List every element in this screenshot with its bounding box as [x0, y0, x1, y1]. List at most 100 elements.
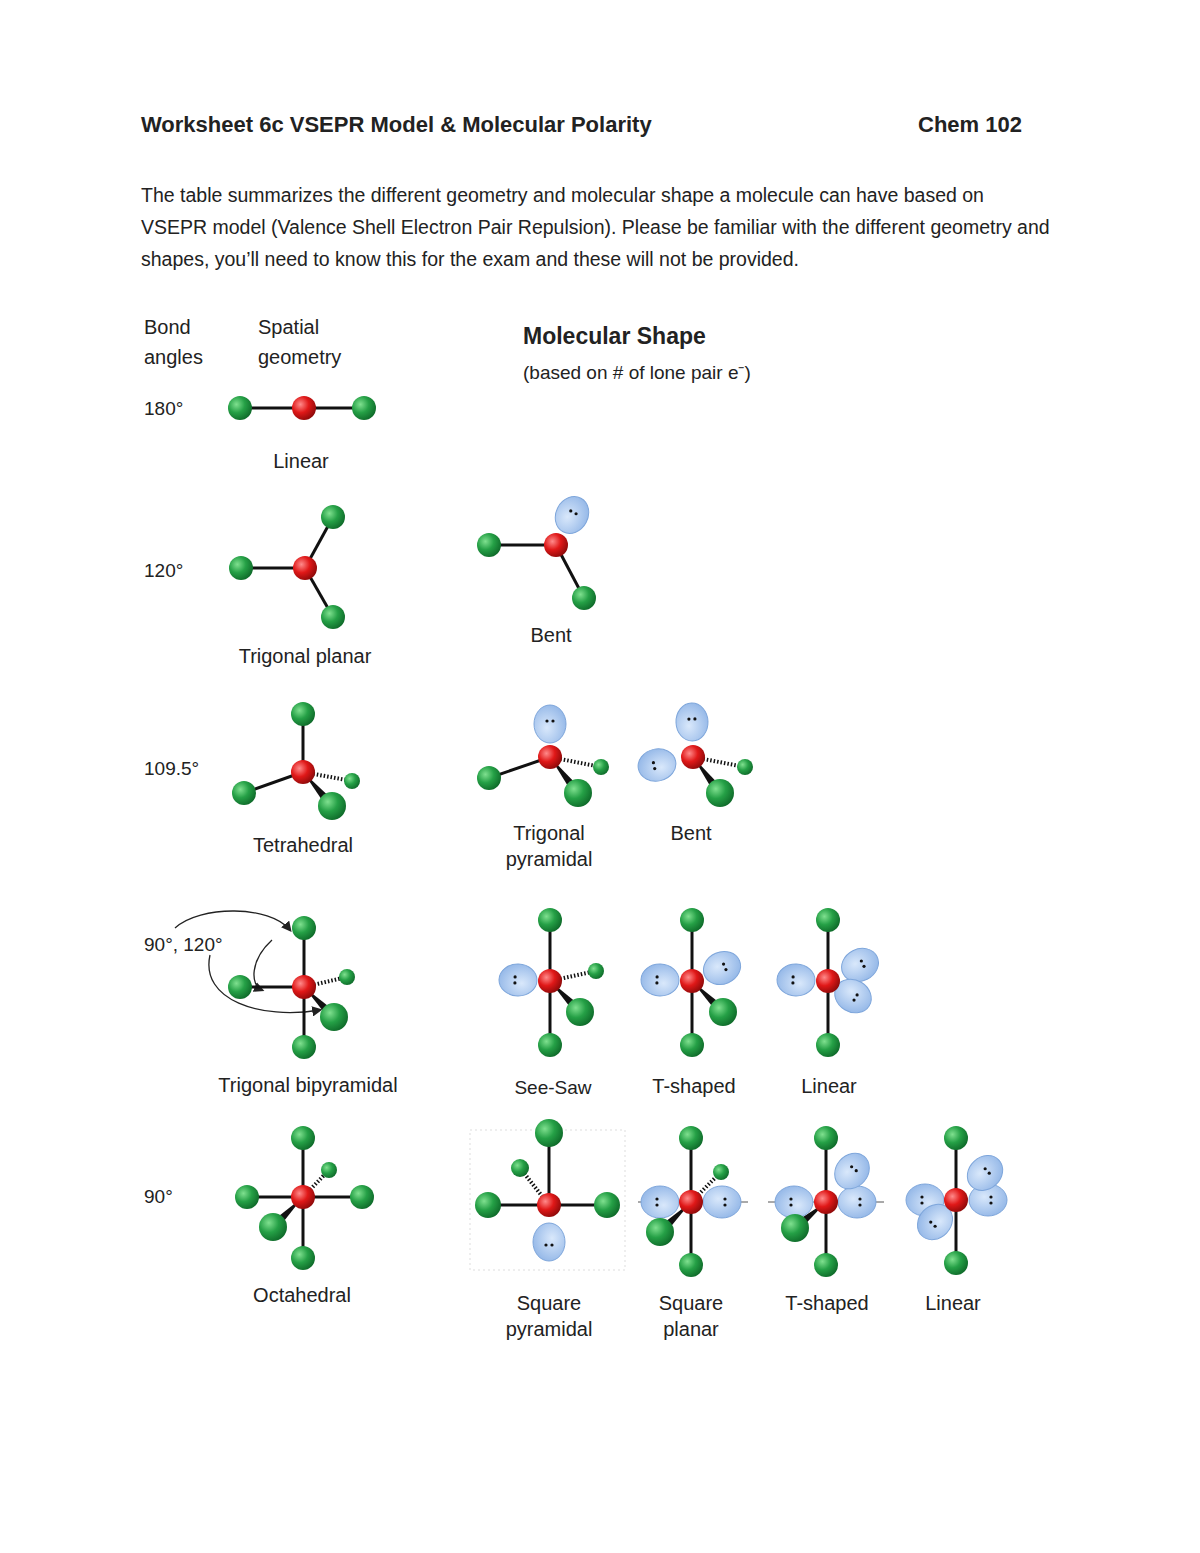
outer-atom — [291, 1246, 315, 1270]
electron-dot — [722, 962, 725, 965]
lone-pair-lobe — [549, 491, 595, 540]
outer-atom — [816, 1033, 840, 1057]
outer-atom — [352, 396, 376, 420]
outer-atom — [475, 1192, 501, 1218]
electron-dot — [791, 975, 794, 978]
angle-arrow — [175, 911, 290, 930]
geometry-name: Trigonal planar — [210, 643, 400, 669]
shape-name: Bent — [641, 820, 741, 846]
lone-pair-lobe — [698, 946, 746, 990]
electron-dot — [989, 1195, 992, 1198]
outer-atom — [477, 766, 501, 790]
shape-name: Linear — [898, 1290, 1008, 1316]
outer-atom — [679, 1253, 703, 1277]
outer-atom — [646, 1218, 674, 1246]
outer-atom — [511, 1159, 529, 1177]
electron-dot — [513, 975, 516, 978]
outer-atom — [566, 998, 594, 1026]
geometry-name: Octahedral — [217, 1282, 387, 1308]
outer-atom — [814, 1126, 838, 1150]
outer-atom — [593, 759, 609, 775]
outer-atom — [292, 1035, 316, 1059]
outer-atom — [350, 1185, 374, 1209]
electron-dot — [655, 981, 658, 984]
shape-name: Square planar — [636, 1290, 746, 1342]
electron-dot — [653, 767, 656, 770]
electron-dot — [789, 1197, 792, 1200]
electron-dot — [655, 1197, 658, 1200]
outer-atom — [228, 396, 252, 420]
lone-pair-lobe — [534, 705, 566, 743]
angle-arrows — [175, 911, 320, 1013]
bond-angle: 90° — [144, 1184, 224, 1209]
outer-atom — [680, 1033, 704, 1057]
central-atom — [292, 975, 316, 999]
lone-pair-lobe — [635, 745, 679, 784]
electron-dot — [989, 1201, 992, 1204]
electron-dot — [933, 1225, 936, 1228]
electron-dot — [544, 1243, 547, 1246]
central-atom — [944, 1188, 968, 1212]
outer-atom — [814, 1253, 838, 1277]
outer-atom — [944, 1251, 968, 1275]
electron-dot — [550, 1243, 553, 1246]
lone-pair-lobe — [499, 963, 538, 996]
electron-dot — [574, 512, 577, 515]
geometry-name: Tetrahedral — [218, 832, 388, 858]
lone-pair-lobe — [777, 963, 816, 996]
electron-dot — [858, 1203, 861, 1206]
outer-atom — [235, 1185, 259, 1209]
shape-name: See-Saw — [493, 1075, 613, 1100]
outer-atom — [816, 908, 840, 932]
electron-dot — [724, 968, 727, 971]
outer-atom — [320, 1003, 348, 1031]
electron-dot — [723, 1197, 726, 1200]
electron-dot — [723, 1203, 726, 1206]
central-atom — [538, 745, 562, 769]
electron-dot — [545, 719, 548, 722]
outer-atom — [229, 556, 253, 580]
central-atom — [680, 969, 704, 993]
angle-arrow — [254, 940, 272, 990]
electron-dot — [920, 1201, 923, 1204]
outer-atom — [344, 773, 360, 789]
column-note: (based on # of lone pair e⁻) — [523, 360, 853, 385]
electron-dot — [693, 717, 696, 720]
electron-dot — [551, 719, 554, 722]
lone-pair-lobe — [641, 1186, 679, 1218]
geometry-name: Trigonal bipyramidal — [188, 1072, 428, 1098]
electron-dot — [513, 981, 516, 984]
outer-atom — [321, 505, 345, 529]
lone-pair-lobe — [641, 963, 680, 996]
outer-atom — [232, 781, 256, 805]
shape-name: T-shaped — [762, 1290, 892, 1316]
outer-atom — [538, 1033, 562, 1057]
outer-atom — [339, 969, 355, 985]
central-atom — [292, 396, 316, 420]
outer-atom — [321, 1162, 337, 1178]
outer-atom — [588, 963, 604, 979]
electron-dot — [852, 999, 855, 1002]
electron-dot — [791, 981, 794, 984]
bond-angle: 90°, 120° — [144, 932, 254, 957]
outer-atom — [292, 916, 316, 940]
outer-atom — [318, 792, 346, 820]
outer-atom — [291, 1126, 315, 1150]
intro-paragraph: The table summarizes the different geome… — [141, 179, 1051, 275]
outer-atom — [259, 1213, 287, 1241]
electron-dot — [655, 1203, 658, 1206]
outer-atom — [944, 1126, 968, 1150]
lone-pair-lobe — [828, 1146, 877, 1196]
electron-dot — [687, 717, 690, 720]
column-header: Bond angles — [144, 312, 224, 372]
page-title: Worksheet 6c VSEPR Model & Molecular Pol… — [141, 110, 841, 139]
lone-pair-lobe — [533, 1223, 565, 1261]
outer-atom — [228, 975, 252, 999]
electron-dot — [984, 1167, 987, 1170]
outer-atom — [737, 759, 753, 775]
central-atom — [679, 1190, 703, 1214]
electron-dot — [855, 1169, 858, 1172]
central-atom — [681, 745, 705, 769]
electron-dot — [652, 761, 655, 764]
geometry-name: Linear — [221, 448, 381, 474]
